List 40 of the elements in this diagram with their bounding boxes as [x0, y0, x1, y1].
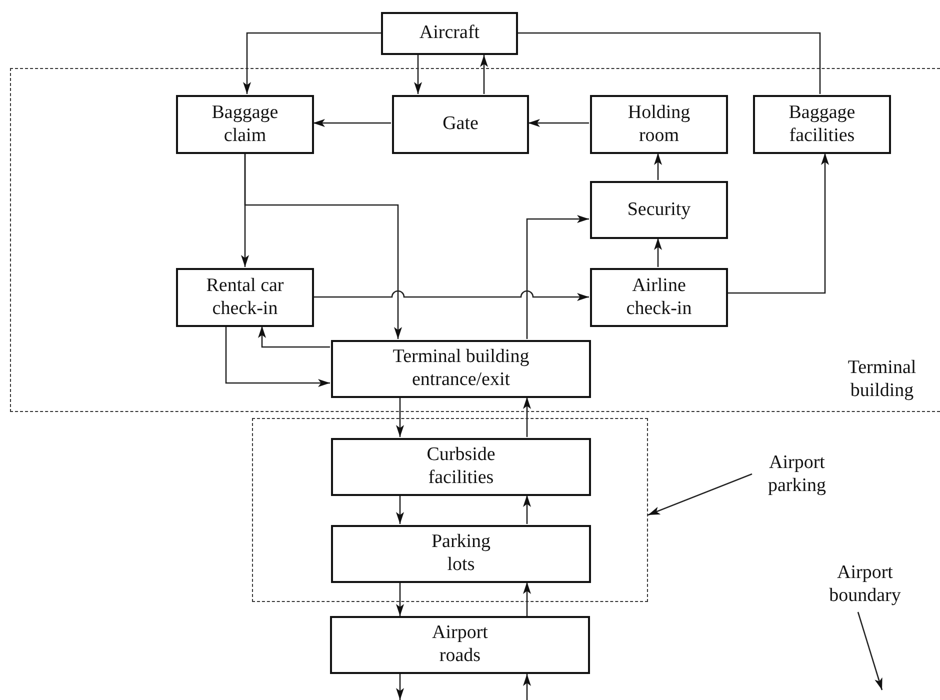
arrow	[396, 582, 404, 616]
arrow	[313, 119, 391, 127]
arrow	[225, 326, 330, 387]
process-box: Airline check-in	[590, 268, 728, 327]
arrow	[523, 495, 531, 524]
arrow	[727, 153, 829, 294]
arrow	[396, 674, 404, 700]
arrow	[396, 495, 404, 524]
arrow	[523, 397, 531, 437]
process-box: Aircraft	[381, 12, 518, 55]
process-box: Airport roads	[330, 616, 590, 674]
dashed-boundary	[10, 68, 940, 412]
leader-line	[648, 473, 752, 516]
process-box: Holding room	[590, 95, 728, 154]
arrow	[258, 326, 330, 348]
process-box: Terminal building entrance/exit	[331, 340, 591, 398]
arrow	[396, 397, 404, 437]
process-box: Rental car check-in	[176, 268, 314, 327]
process-box: Baggage claim	[176, 95, 314, 154]
callout-text: Airport parking	[752, 452, 842, 502]
process-box: Gate	[392, 95, 529, 154]
process-box: Curbside facilities	[331, 438, 591, 496]
arrow	[414, 55, 422, 94]
arrow	[244, 153, 402, 339]
arrow	[526, 215, 589, 339]
arrow	[523, 674, 531, 700]
dashed-boundary	[252, 418, 648, 602]
process-box: Baggage facilities	[753, 95, 891, 154]
arrow	[243, 32, 381, 94]
arrow	[654, 153, 662, 180]
arrow	[313, 290, 589, 301]
arrow	[480, 55, 488, 94]
process-box: Security	[590, 181, 728, 239]
arrow	[523, 582, 531, 616]
arrow	[654, 238, 662, 267]
region-label: Terminal building	[846, 357, 918, 403]
process-box: Parking lots	[331, 525, 591, 583]
leader-line	[857, 612, 883, 690]
arrow	[528, 119, 589, 127]
callout-text: Airport boundary	[810, 562, 920, 612]
